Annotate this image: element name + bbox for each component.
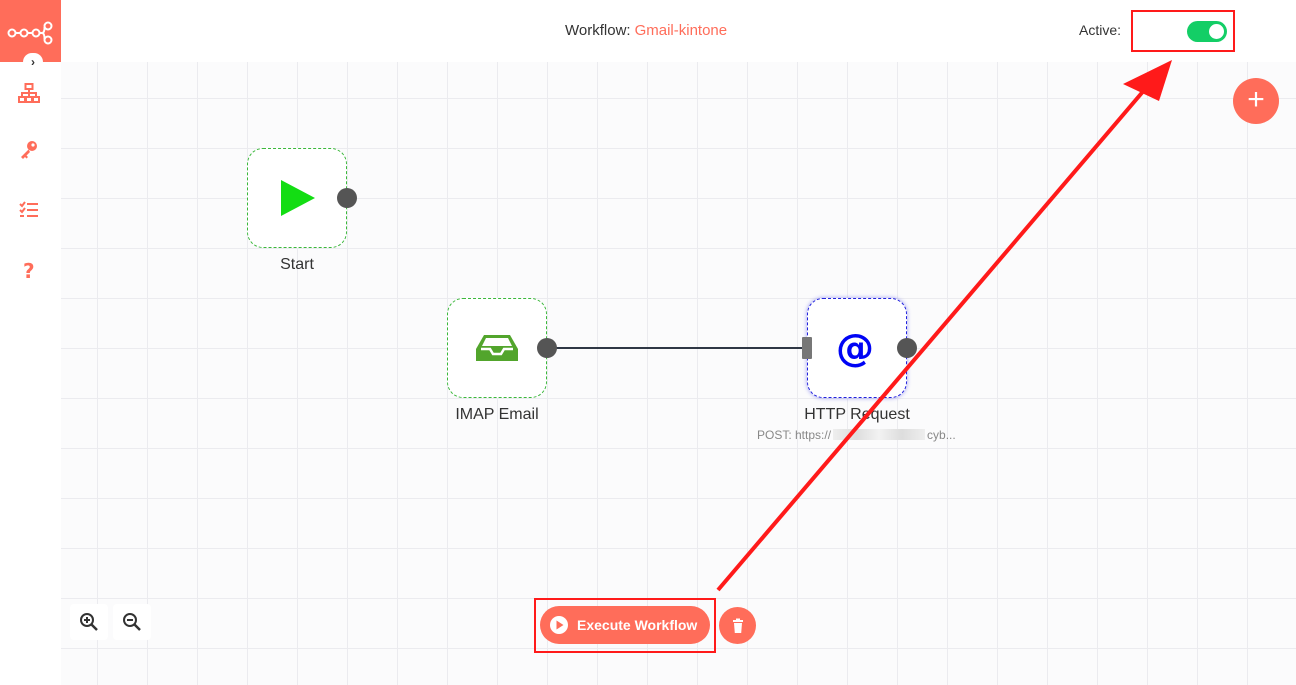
key-icon — [21, 141, 37, 159]
workflow-name[interactable]: Gmail-kintone — [634, 22, 728, 39]
node-start[interactable] — [247, 148, 347, 248]
zoom-out-icon — [123, 613, 141, 631]
sidebar: › ? — [0, 0, 62, 685]
zoom-in-button[interactable] — [70, 604, 108, 640]
delete-button[interactable] — [719, 607, 756, 644]
header: Workflow:Gmail-kintone — [61, 0, 1296, 62]
node-start-label: Start — [280, 256, 314, 273]
node-http-sublabel-end: cyb... — [927, 428, 956, 442]
node-http-input[interactable] — [802, 337, 812, 359]
annotation-highlight-execute — [534, 598, 716, 653]
node-http-request[interactable]: @ — [807, 298, 907, 398]
node-http-sublabel-start: POST: https:// — [757, 428, 832, 442]
add-node-button[interactable]: + — [1233, 78, 1279, 124]
logo-icon — [7, 21, 53, 45]
node-start-output[interactable] — [337, 188, 357, 208]
sidebar-item-workflows[interactable] — [17, 82, 41, 106]
tasks-icon — [19, 201, 38, 217]
workflow-label: Workflow: — [565, 22, 631, 39]
node-imap-output[interactable] — [537, 338, 557, 358]
node-imap-email[interactable] — [447, 298, 547, 398]
play-circle-icon — [550, 616, 568, 634]
expand-sidebar-button[interactable]: › — [23, 53, 43, 71]
plus-icon: + — [1247, 83, 1265, 116]
annotation-highlight-active — [1131, 10, 1235, 52]
n8n-logo[interactable] — [0, 0, 61, 62]
inbox-icon — [476, 335, 518, 361]
sidebar-item-executions[interactable] — [17, 198, 41, 222]
svg-text:?: ? — [23, 259, 35, 282]
zoom-in-icon — [80, 613, 98, 631]
redacted-url — [833, 429, 926, 440]
network-icon — [18, 83, 40, 103]
active-toggle[interactable] — [1187, 21, 1227, 42]
node-imap-label: IMAP Email — [455, 406, 539, 423]
execute-workflow-button[interactable]: Execute Workflow — [540, 606, 710, 644]
execute-workflow-label: Execute Workflow — [577, 617, 698, 633]
chevron-right-icon: › — [31, 55, 35, 69]
svg-text:@: @ — [836, 326, 874, 370]
play-icon — [281, 180, 315, 216]
zoom-out-button[interactable] — [113, 604, 151, 640]
sidebar-item-credentials[interactable] — [17, 138, 41, 162]
node-http-sublabel: POST: https:// cyb... — [757, 428, 956, 442]
node-http-label: HTTP Request — [804, 406, 910, 423]
active-label: Active: — [1079, 22, 1122, 38]
node-http-output[interactable] — [897, 338, 917, 358]
question-icon: ? — [23, 259, 35, 283]
at-icon: @ — [836, 326, 874, 370]
trash-icon — [732, 618, 743, 633]
sidebar-item-help[interactable]: ? — [17, 258, 41, 283]
workflow-title: Workflow:Gmail-kintone — [565, 22, 727, 39]
